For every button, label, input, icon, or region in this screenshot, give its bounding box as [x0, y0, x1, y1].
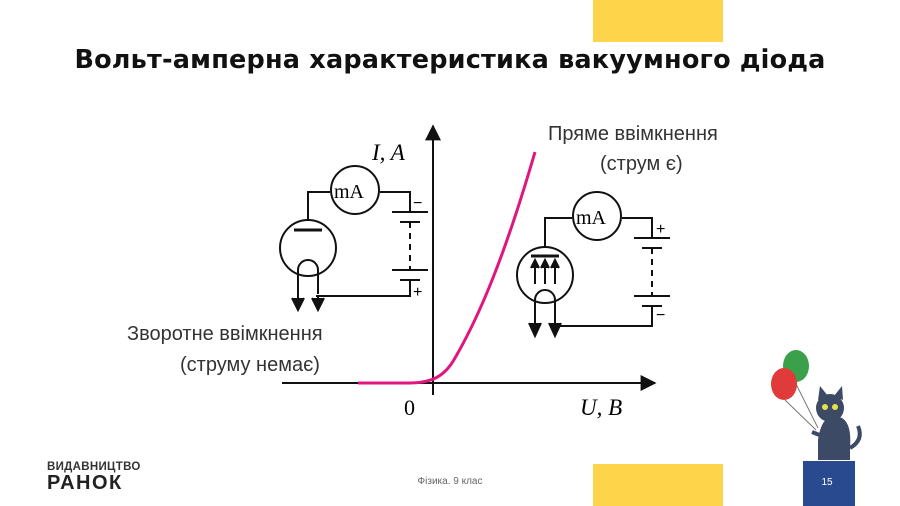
- reverse-label-line2: (струму немає): [180, 354, 320, 376]
- milliammeter-icon: [330, 165, 380, 215]
- slide-title: Вольт-амперна характеристика вакуумного …: [74, 45, 826, 75]
- cat-with-balloons-illustration: [771, 350, 862, 506]
- meter-label-right: mA: [576, 207, 607, 229]
- origin-label: 0: [404, 395, 415, 420]
- reverse-label-line1: Зворотне ввімкнення: [127, 323, 323, 345]
- forward-circuit: [516, 191, 670, 339]
- cat-pedestal: [803, 461, 855, 506]
- red-balloon-icon: [771, 368, 797, 400]
- plus-sign-right: +: [656, 221, 665, 238]
- reverse-circuit: [279, 165, 428, 313]
- plus-sign-left: +: [413, 284, 422, 301]
- minus-sign-left: −: [413, 195, 422, 212]
- vacuum-tube-icon: [279, 219, 337, 277]
- yellow-decor-bottom: [593, 464, 723, 506]
- minus-sign-right: −: [656, 307, 665, 324]
- footer-subject: Фізика. 9 клас: [417, 476, 483, 487]
- forward-label-line2: (струм є): [600, 153, 683, 175]
- page-number: 15: [821, 477, 833, 488]
- forward-label-line1: Пряме ввімкнення: [548, 123, 718, 145]
- milliammeter-icon-right: [572, 191, 622, 241]
- y-axis-label: I, A: [371, 140, 406, 165]
- publisher-logo-top: ВИДАВНИЦТВО: [47, 461, 141, 473]
- iv-curve: [358, 151, 537, 385]
- publisher-logo-main: РАНОК: [47, 472, 123, 494]
- meter-label-left: mA: [334, 181, 365, 203]
- yellow-decor-top: [593, 0, 723, 42]
- x-axis-label: U, B: [580, 395, 622, 420]
- publisher-logo: ВИДАВНИЦТВО РАНОК: [47, 461, 141, 493]
